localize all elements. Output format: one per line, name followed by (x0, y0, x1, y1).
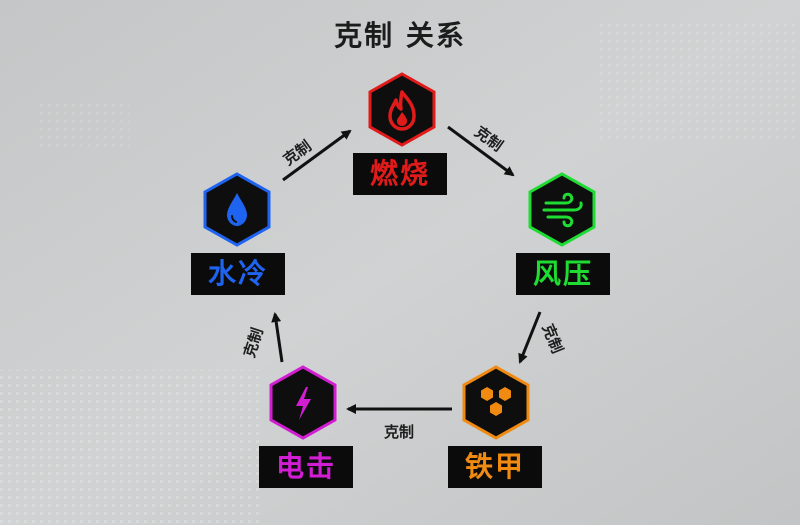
element-fire (366, 72, 438, 147)
element-label-armor: 铁甲 (448, 446, 542, 488)
arrow-electric-to-water (271, 312, 284, 363)
relation-label-armor-electric: 克制 (384, 423, 415, 441)
element-armor (460, 365, 532, 440)
flame-icon (388, 90, 416, 131)
hexagon-cluster-icon (481, 387, 511, 416)
element-electric (267, 365, 339, 440)
water-drop-icon (227, 193, 247, 226)
wind-icon (542, 192, 583, 228)
element-water (201, 172, 273, 247)
page-title: 克制 关系 (334, 19, 466, 52)
element-label-electric: 电击 (259, 446, 353, 488)
arrow-fire-to-wind (447, 125, 515, 177)
element-wind (526, 172, 598, 247)
arrow-wind-to-armor (518, 311, 542, 364)
arrow-water-to-fire (282, 129, 352, 182)
element-label-fire: 燃烧 (353, 153, 447, 195)
lightning-icon (296, 387, 311, 420)
element-label-wind: 风压 (516, 253, 610, 295)
element-label-water: 水冷 (191, 253, 285, 295)
